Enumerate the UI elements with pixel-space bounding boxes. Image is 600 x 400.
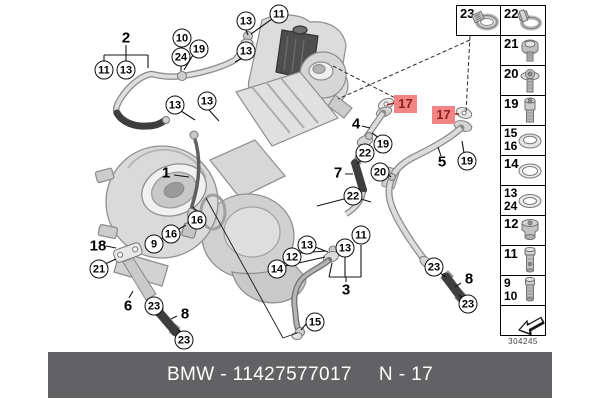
callout-circle-13[interactable]: 13 bbox=[116, 60, 136, 80]
callout-circle-13[interactable]: 13 bbox=[236, 41, 256, 61]
callout-circle-13[interactable]: 13 bbox=[335, 238, 355, 258]
part-ref-12: 12 bbox=[504, 216, 519, 231]
washer-icon bbox=[515, 186, 545, 216]
sidebar-cell-11[interactable]: 11 bbox=[500, 245, 546, 276]
callout-circle-23[interactable]: 23 bbox=[458, 294, 478, 314]
hose-clamp-icon bbox=[470, 6, 500, 36]
callout-circle-20[interactable]: 20 bbox=[370, 162, 390, 182]
callout-circle-19[interactable]: 19 bbox=[373, 134, 393, 154]
highlighted-callout-17[interactable]: 17 bbox=[432, 106, 455, 124]
callout-circle-11[interactable]: 11 bbox=[351, 225, 371, 245]
sidebar-cell-21[interactable]: 21 bbox=[500, 35, 546, 66]
callout-circle-10[interactable]: 10 bbox=[172, 28, 192, 48]
screw-plug-icon bbox=[515, 216, 545, 246]
part-ref-10: 10 bbox=[504, 289, 518, 303]
callout-circle-23[interactable]: 23 bbox=[144, 296, 164, 316]
part-ref-13: 13 bbox=[504, 186, 518, 200]
callout-label-5: 5 bbox=[437, 153, 447, 171]
direction-arrow-icon bbox=[515, 306, 545, 336]
callout-circle-15[interactable]: 15 bbox=[305, 312, 325, 332]
part-ref-22: 22 bbox=[504, 6, 519, 21]
callout-circle-24[interactable]: 24 bbox=[171, 47, 191, 67]
callout-circle-23[interactable]: 23 bbox=[174, 330, 194, 350]
part-ref-14: 14 bbox=[504, 156, 519, 171]
callout-circle-13[interactable]: 13 bbox=[165, 95, 185, 115]
callout-label-6: 6 bbox=[123, 297, 133, 315]
reference-dash-lines bbox=[332, 35, 471, 113]
hollow-bolt-icon bbox=[515, 276, 545, 306]
callout-label-4: 4 bbox=[351, 115, 361, 133]
callout-circle-16[interactable]: 16 bbox=[161, 224, 181, 244]
part-ref-11: 11 bbox=[504, 246, 518, 261]
drawing-number: 304245 bbox=[508, 337, 538, 346]
socket-head-bolt-icon bbox=[515, 96, 545, 126]
callout-circle-13[interactable]: 13 bbox=[197, 91, 217, 111]
callout-circle-14[interactable]: 14 bbox=[267, 259, 287, 279]
callout-label-1: 1 bbox=[161, 164, 171, 182]
part-number-label: BMW - 11427577017 bbox=[166, 364, 352, 385]
sidebar-cell-19[interactable]: 19 bbox=[500, 95, 546, 126]
banjo-bolt-icon bbox=[515, 246, 545, 276]
return-pipe-3 bbox=[291, 245, 340, 340]
page-reference-label: N - 17 bbox=[378, 364, 434, 385]
main-turbocharger bbox=[94, 139, 307, 304]
part-ref-24: 24 bbox=[504, 199, 518, 213]
exhaust-manifold bbox=[235, 71, 339, 147]
footer-bar: BMW - 11427577017 N - 17 bbox=[48, 352, 552, 398]
seal-ring-icon bbox=[515, 126, 545, 156]
callout-circle-12[interactable]: 12 bbox=[282, 247, 302, 267]
part-ref-20: 20 bbox=[504, 66, 519, 81]
part-ref-21: 21 bbox=[504, 36, 519, 51]
o-ring-icon bbox=[515, 156, 545, 186]
callout-circle-9[interactable]: 9 bbox=[144, 234, 164, 254]
callout-circle-19[interactable]: 19 bbox=[457, 151, 477, 171]
callout-circle-22[interactable]: 22 bbox=[355, 143, 375, 163]
callout-circle-16[interactable]: 16 bbox=[187, 210, 207, 230]
callout-label-2: 2 bbox=[121, 29, 131, 47]
callout-circle-21[interactable]: 21 bbox=[89, 259, 109, 279]
sidebar-cell-22[interactable]: 22 bbox=[500, 5, 546, 36]
sidebar-cell-20[interactable]: 20 bbox=[500, 65, 546, 96]
callout-circle-13[interactable]: 13 bbox=[297, 235, 317, 255]
callout-label-3: 3 bbox=[341, 281, 351, 299]
callout-circle-23[interactable]: 23 bbox=[424, 257, 444, 277]
callout-circle-19[interactable]: 19 bbox=[189, 39, 209, 59]
sidebar-cell-arrow[interactable] bbox=[500, 305, 546, 336]
callout-circle-13[interactable]: 13 bbox=[236, 11, 256, 31]
part-ref-15: 15 bbox=[504, 126, 518, 140]
part-ref-23: 23 bbox=[460, 6, 475, 21]
part-ref-9: 9 bbox=[504, 276, 511, 290]
callout-circle-11[interactable]: 11 bbox=[94, 60, 114, 80]
sidebar-cell-12[interactable]: 12 bbox=[500, 215, 546, 246]
sidebar-cell-14[interactable]: 14 bbox=[500, 155, 546, 186]
callout-circle-22[interactable]: 22 bbox=[343, 186, 363, 206]
callout-label-18: 18 bbox=[89, 237, 107, 255]
sidebar-cell-23[interactable]: 23 bbox=[456, 5, 501, 36]
highlighted-callout-17[interactable]: 17 bbox=[394, 95, 417, 113]
part-ref-16: 16 bbox=[504, 139, 518, 153]
callout-label-8: 8 bbox=[180, 305, 190, 323]
callout-circle-11[interactable]: 11 bbox=[269, 4, 289, 24]
part-ref-19: 19 bbox=[504, 96, 519, 111]
hex-bolt-icon bbox=[515, 36, 545, 66]
return-pipe-5 bbox=[381, 107, 473, 303]
callout-label-7: 7 bbox=[333, 164, 343, 182]
washer-bolt-icon bbox=[515, 66, 545, 96]
spring-clamp-icon bbox=[515, 6, 545, 36]
callout-label-8: 8 bbox=[464, 270, 474, 288]
